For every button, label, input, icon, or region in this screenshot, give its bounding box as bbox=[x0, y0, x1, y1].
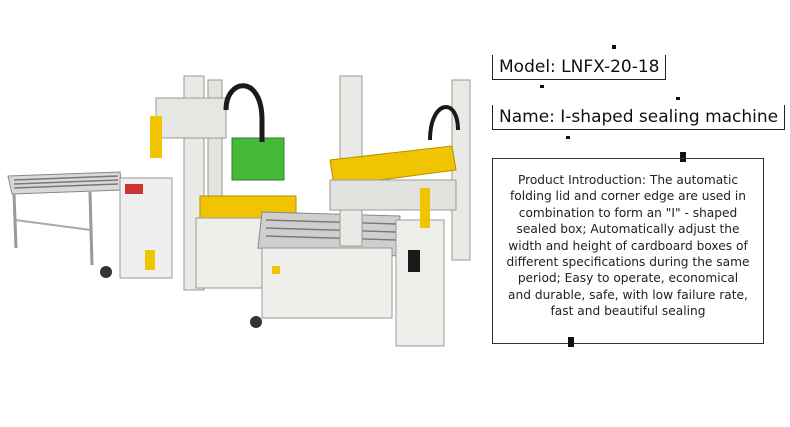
roller-conveyor-left bbox=[7, 171, 123, 266]
name-label: Name: I-shaped sealing machine bbox=[492, 105, 786, 130]
machine-frame-right bbox=[329, 75, 471, 347]
model-label: Model: LNFX-20-18 bbox=[492, 55, 667, 80]
introduction-text: Product Introduction: The automatic fold… bbox=[506, 173, 750, 319]
product-photo bbox=[7, 75, 471, 347]
decor-marker bbox=[680, 152, 686, 162]
decor-tick bbox=[612, 45, 616, 49]
decor-tick bbox=[676, 97, 680, 100]
introduction-box bbox=[492, 158, 764, 344]
decor-tick bbox=[566, 136, 570, 139]
control-cabinet-left bbox=[100, 177, 173, 279]
decor-marker bbox=[568, 337, 574, 347]
roller-conveyor-center bbox=[257, 211, 401, 319]
decor-tick bbox=[540, 85, 544, 88]
